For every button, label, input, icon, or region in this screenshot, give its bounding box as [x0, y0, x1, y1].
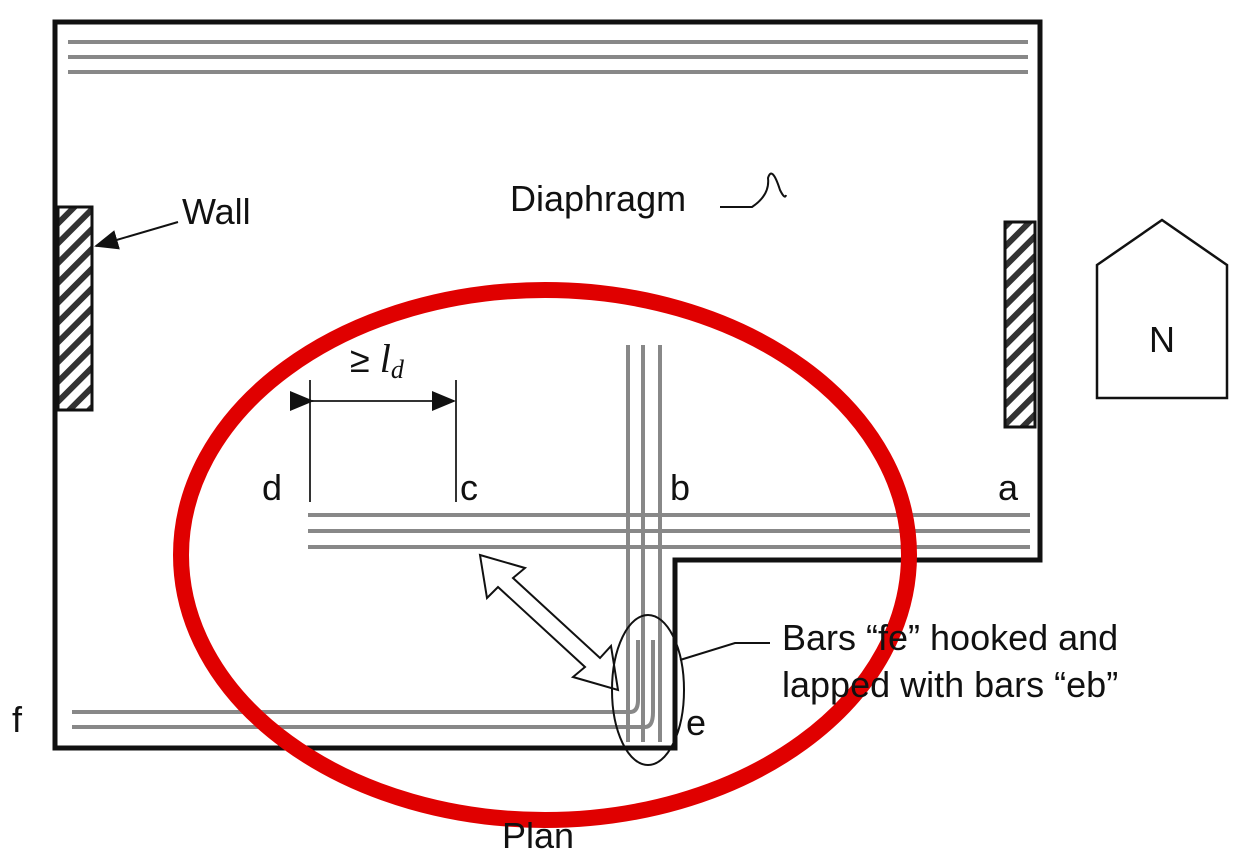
point-d: d: [262, 467, 282, 508]
wall-leader-arrow: [94, 221, 179, 250]
dimension-ld: [290, 380, 457, 502]
note-line-1: Bars “fe” hooked and: [782, 617, 1118, 658]
bars-e-b: [626, 345, 662, 742]
point-b: b: [670, 467, 690, 508]
wall-right: [1003, 220, 1037, 429]
north-label: N: [1149, 319, 1175, 360]
point-e: e: [686, 702, 706, 743]
bars-f-e-hooked: [72, 640, 655, 729]
point-f: f: [12, 699, 23, 740]
double-arrow-icon: [478, 553, 620, 692]
note-leader: [679, 642, 770, 661]
bars-a-d: [308, 513, 1030, 549]
north-arrow-icon: [1095, 218, 1229, 400]
wall-label: Wall: [182, 191, 251, 232]
point-a: a: [998, 467, 1019, 508]
wall-left: [56, 205, 94, 412]
dimension-label: ≥ ld: [350, 336, 405, 384]
top-bars: [68, 40, 1028, 74]
point-c: c: [460, 467, 478, 508]
note-line-2: lapped with bars “eb”: [782, 664, 1118, 705]
diaphragm-leader: [720, 172, 787, 208]
lap-ellipse: [611, 614, 685, 766]
plan-caption: Plan: [502, 815, 574, 856]
highlight-ellipse: [173, 282, 917, 828]
building-outline: [52, 19, 1043, 751]
diaphragm-label: Diaphragm: [510, 178, 686, 219]
